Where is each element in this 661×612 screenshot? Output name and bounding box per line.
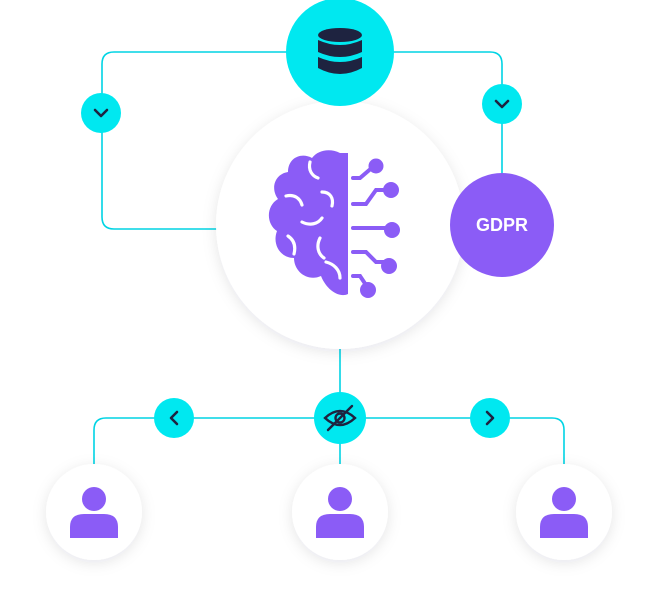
chevron-down-right-badge	[482, 84, 522, 124]
gdpr-node-circle	[450, 173, 554, 277]
ai-brain-icon	[268, 150, 400, 298]
privacy-node	[314, 392, 366, 444]
chevron-down-icon	[93, 108, 109, 118]
brain-folds	[284, 160, 342, 280]
user-icon	[540, 487, 588, 538]
gdpr-label: GDPR	[476, 215, 528, 235]
eye-slash-icon	[323, 404, 357, 432]
database-node	[286, 0, 394, 106]
connector-db-right	[392, 51, 503, 176]
database-icon	[318, 28, 362, 74]
chevron-right-badge	[470, 398, 510, 438]
user-node-right	[516, 464, 612, 560]
chevron-down-icon	[494, 99, 510, 109]
connector-db-left	[101, 51, 296, 230]
connector-branch-left	[93, 417, 340, 470]
connector-lines	[93, 51, 565, 470]
user-icon	[70, 487, 118, 538]
chevron-right-icon	[485, 410, 495, 426]
connector-branch-right	[340, 417, 565, 470]
user-node-center	[292, 464, 388, 560]
chevron-left-icon	[169, 410, 179, 426]
circuit-lines	[351, 164, 390, 290]
chevron-left-badge	[154, 398, 194, 438]
user-node-left	[46, 464, 142, 560]
user-icon	[316, 487, 364, 538]
ai-node	[216, 101, 464, 349]
gdpr-node: GDPR	[450, 173, 554, 277]
chevron-down-left-badge	[81, 93, 121, 133]
circuit-nodes	[360, 158, 400, 298]
